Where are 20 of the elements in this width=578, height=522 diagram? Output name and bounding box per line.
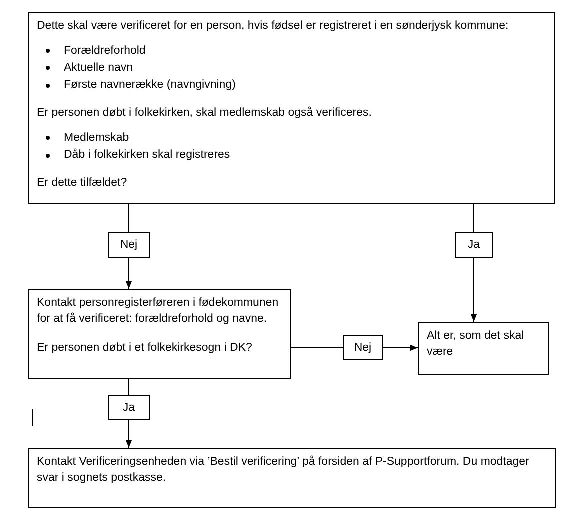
edge-label: Nej <box>108 232 150 258</box>
box-text: Alt er, som det skal være <box>427 329 526 360</box>
result-box <box>418 322 549 375</box>
bullet-text: Første navnerække (navngivning) <box>64 78 236 94</box>
bullet-text: Aktuelle navn <box>64 60 134 76</box>
process-box <box>28 289 291 379</box>
bullet-text: Forældreforhold <box>64 44 146 59</box>
box-text: Kontakt personregisterføreren i fødekommunen for at få verificeret: forældreforhold og navne. <box>37 296 280 327</box>
box-text: Er personen døbt i folkekirken, skal medlemskab også verificeres. <box>37 106 373 122</box>
box-text: Er dette tilfældet? <box>37 176 128 192</box>
box-text: Kontakt Verificeringsenheden via ’Bestil verificering’ på forsiden af P-Supportforum. Du modtager svar i sognets postkasse. <box>37 455 530 486</box>
process-box <box>28 448 556 508</box>
box-text: Dette skal være verificeret for en person, hvis fødsel er registreret i en sønderjysk kommune: <box>37 19 510 34</box>
edge-label: Ja <box>455 232 493 258</box>
edge-label: Nej <box>343 335 383 360</box>
box-text: Er personen døbt i et folkekirkesogn i DK? <box>37 341 254 356</box>
edge-label: Ja <box>108 395 150 420</box>
process-box <box>28 12 555 204</box>
bullet-text: Medlemskab <box>64 130 130 146</box>
bullet-text: Dåb i folkekirken skal registreres <box>64 148 230 164</box>
